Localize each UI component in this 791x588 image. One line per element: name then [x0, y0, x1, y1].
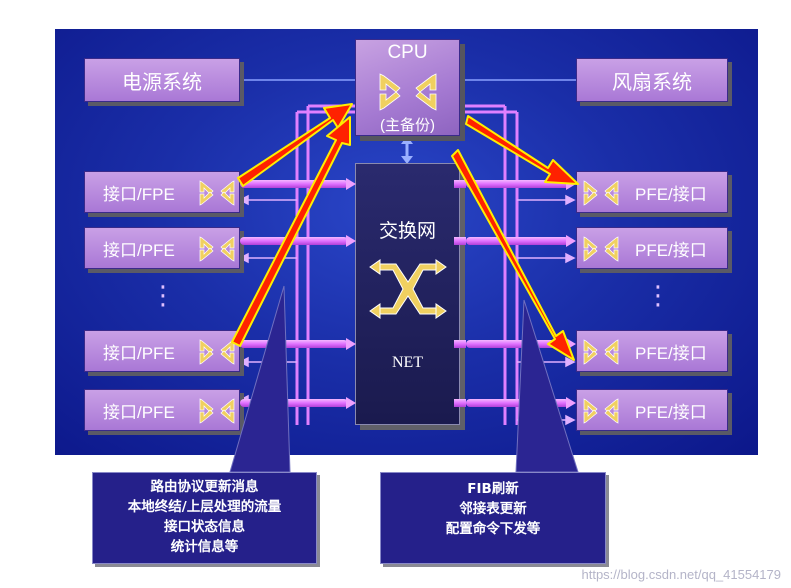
left-callout-pointer — [229, 285, 291, 473]
cpu-box: CPU (主备份) — [355, 39, 460, 136]
port-router-icon — [199, 337, 235, 367]
port-router-icon — [199, 396, 235, 426]
arrow-cpu-to-right-port1 — [465, 115, 579, 185]
arrow-cpu-to-right-port3 — [451, 149, 575, 361]
right-ellipsis: ⋮ — [645, 281, 671, 311]
left-ellipsis: ⋮ — [150, 281, 176, 311]
power-system-label: 电源系统 — [122, 71, 202, 94]
port-router-icon — [583, 396, 619, 426]
right-port-label: PFE/接口 — [635, 402, 707, 422]
left-port-box-1: 接口/FPE — [84, 171, 240, 213]
left-port-label: 接口/FPE — [103, 184, 175, 204]
port-router-icon — [199, 234, 235, 264]
callout-line: 配置命令下发等 — [445, 521, 541, 537]
left-port-label: 接口/PFE — [103, 240, 175, 260]
right-port-box-1: PFE/接口 — [576, 171, 728, 213]
port-router-icon — [583, 337, 619, 367]
right-port-label: PFE/接口 — [635, 240, 707, 260]
callout-line: 邻接表更新 — [459, 501, 527, 517]
left-callout: 路由协议更新消息 本地终结/上层处理的流量 接口状态信息 统计信息等 — [92, 472, 317, 564]
port-router-icon — [199, 178, 235, 208]
net-label: NET — [391, 354, 424, 371]
callout-line: FIB刷新 — [467, 481, 519, 497]
switch-fabric-title: 交换网 — [378, 220, 436, 242]
right-port-label: PFE/接口 — [635, 343, 707, 363]
left-port-box-4: 接口/PFE — [84, 389, 240, 431]
download-arrows — [451, 115, 579, 361]
right-callout: FIB刷新 邻接表更新 配置命令下发等 — [380, 472, 606, 564]
callout-line: 统计信息等 — [170, 539, 239, 555]
cpu-title: CPU — [387, 42, 428, 63]
callout-line: 接口状态信息 — [164, 519, 245, 535]
cpu-router-icon — [379, 73, 437, 111]
port-router-icon — [583, 234, 619, 264]
callout-line: 路由协议更新消息 — [150, 479, 259, 495]
cpu-subtitle: (主备份) — [380, 117, 435, 134]
watermark: https://blog.csdn.net/qq_41554179 — [581, 567, 782, 582]
left-port-box-3: 接口/PFE — [84, 330, 240, 372]
callout-line: 本地终结/上层处理的流量 — [127, 499, 282, 515]
cpu-net-arrow-up — [401, 136, 413, 144]
switch-fabric-box: 交换网 NET — [355, 163, 460, 425]
power-system-box: 电源系统 — [84, 58, 240, 102]
cpu-net-arrow-down — [401, 156, 413, 164]
upload-arrows — [231, 103, 353, 347]
arrow-port1-to-cpu — [237, 103, 353, 187]
right-port-box-2: PFE/接口 — [576, 227, 728, 269]
left-port-label: 接口/PFE — [103, 402, 175, 422]
left-port-box-2: 接口/PFE — [84, 227, 240, 269]
left-port-label: 接口/PFE — [103, 343, 175, 363]
switch-crossbar-icon — [369, 259, 447, 319]
port-router-icon — [583, 178, 619, 208]
right-port-box-4: PFE/接口 — [576, 389, 728, 431]
arrow-port3-to-cpu — [231, 116, 351, 347]
right-port-box-3: PFE/接口 — [576, 330, 728, 372]
fan-system-box: 风扇系统 — [576, 58, 728, 102]
right-port-label: PFE/接口 — [635, 184, 707, 204]
fan-system-label: 风扇系统 — [612, 71, 692, 94]
